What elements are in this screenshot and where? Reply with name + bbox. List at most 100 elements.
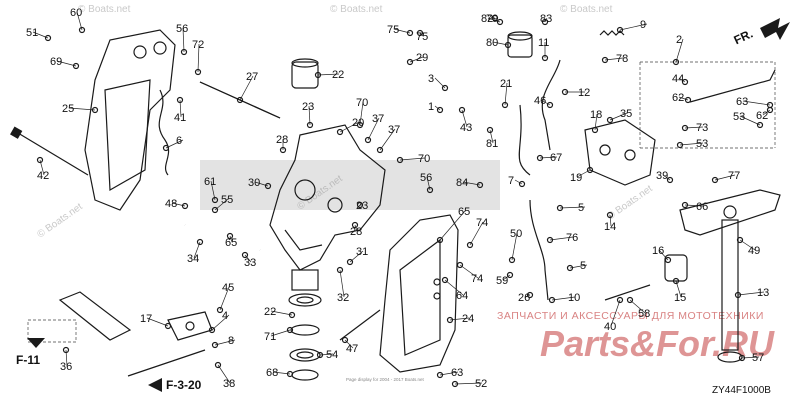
callout-43: 43 xyxy=(460,122,472,134)
leader-line xyxy=(454,382,483,385)
brand-watermark: Parts&For.RU xyxy=(540,323,775,364)
part-marker xyxy=(341,336,349,344)
part-marker xyxy=(241,251,249,259)
leader-line xyxy=(359,101,364,126)
leader-line xyxy=(239,75,254,101)
callout-34: 34 xyxy=(187,253,199,265)
callout-23a: 23 xyxy=(302,101,314,113)
callout-3: 3 xyxy=(428,73,434,85)
leader-line xyxy=(211,314,230,331)
callout-20: 20 xyxy=(352,117,364,129)
leader-line xyxy=(339,269,345,298)
leader-line xyxy=(449,317,470,321)
watermark-text: © Boats.net xyxy=(78,4,131,15)
leader-line xyxy=(514,179,523,185)
callout-67: 67 xyxy=(550,152,562,164)
callout-74a: 74 xyxy=(476,217,488,229)
leader-line xyxy=(739,115,761,126)
part-marker xyxy=(346,258,354,266)
callout-42: 42 xyxy=(37,170,49,182)
leader-line xyxy=(244,254,252,263)
callout-16: 16 xyxy=(652,245,664,257)
stern-bracket-left xyxy=(84,29,176,211)
callout-56b: 56 xyxy=(420,172,432,184)
tilt-rod xyxy=(184,223,261,252)
swivel-case xyxy=(269,124,386,271)
part-marker xyxy=(351,221,359,229)
callout-75: 75 xyxy=(387,24,399,36)
part-marker xyxy=(364,136,372,144)
leader-line xyxy=(662,174,671,181)
part-marker xyxy=(91,106,99,114)
tilt-cover xyxy=(584,119,656,186)
part-marker xyxy=(541,54,549,62)
callout-1: 1 xyxy=(428,101,434,113)
part-marker xyxy=(208,326,216,334)
callout-64: 64 xyxy=(456,290,468,302)
callout-45: 45 xyxy=(222,282,234,294)
bushing xyxy=(291,58,319,89)
callout-21: 21 xyxy=(500,78,512,90)
part-marker xyxy=(501,101,509,109)
callout-63a: 63 xyxy=(736,96,748,108)
part-marker xyxy=(518,180,526,188)
part-marker xyxy=(211,341,219,349)
leader-line xyxy=(551,296,576,301)
part-marker xyxy=(676,141,684,149)
part-marker xyxy=(180,48,188,56)
part-marker xyxy=(436,371,444,379)
leader-line xyxy=(714,174,736,181)
part-marker xyxy=(476,181,484,189)
leader-line xyxy=(742,100,771,106)
leader-line xyxy=(444,279,464,296)
part-marker xyxy=(541,18,549,26)
callout-40: 40 xyxy=(604,321,616,333)
callout-37b: 37 xyxy=(388,124,400,136)
callout-23b: 23 xyxy=(356,200,368,212)
part-marker xyxy=(508,256,516,264)
part-marker xyxy=(314,71,322,79)
part-marker xyxy=(441,84,449,92)
callout-28b: 28 xyxy=(350,226,362,238)
callout-70b: 70 xyxy=(418,153,430,165)
clamp-block xyxy=(167,311,213,341)
part-marker xyxy=(214,361,222,369)
callout-38: 38 xyxy=(223,378,235,390)
part-marker xyxy=(684,96,692,104)
part-marker xyxy=(616,296,624,304)
leader-line xyxy=(344,339,354,349)
link-rod xyxy=(639,61,776,149)
part-marker xyxy=(36,156,44,164)
section-ref-label: F-3-20 xyxy=(166,378,202,392)
direction-label: FR. xyxy=(732,26,755,47)
russian-watermark: ЗАПЧАСТИ И АКСЕССУАРЫ ДЛЯ МОТОТЕХНИКИ xyxy=(497,310,764,322)
callout-30: 30 xyxy=(248,177,260,189)
leader-line xyxy=(219,286,230,311)
callout-36: 36 xyxy=(60,361,72,373)
callout-27: 27 xyxy=(246,71,258,83)
callout-79: 79 xyxy=(486,13,498,25)
leader-line xyxy=(308,105,311,126)
callout-25: 25 xyxy=(62,103,74,115)
callout-70a: 70 xyxy=(356,97,368,109)
callout-52: 52 xyxy=(475,378,487,390)
callout-33: 33 xyxy=(244,257,256,269)
leader-line xyxy=(609,214,612,227)
part-marker xyxy=(556,204,564,212)
callout-59: 59 xyxy=(496,275,508,287)
callout-41: 41 xyxy=(174,112,186,124)
part-marker xyxy=(336,266,344,274)
part-marker xyxy=(286,370,294,378)
part-marker xyxy=(546,236,554,244)
leader-line xyxy=(399,157,426,161)
part-marker xyxy=(546,101,554,109)
part-marker xyxy=(446,316,454,324)
leader-line xyxy=(610,299,621,327)
leader-line xyxy=(210,180,216,201)
leader-line xyxy=(504,82,508,106)
callout-22a: 22 xyxy=(332,69,344,81)
callout-13: 13 xyxy=(757,287,769,299)
callout-60: 60 xyxy=(70,7,82,19)
valve-body xyxy=(507,31,533,58)
part-marker xyxy=(586,166,594,174)
